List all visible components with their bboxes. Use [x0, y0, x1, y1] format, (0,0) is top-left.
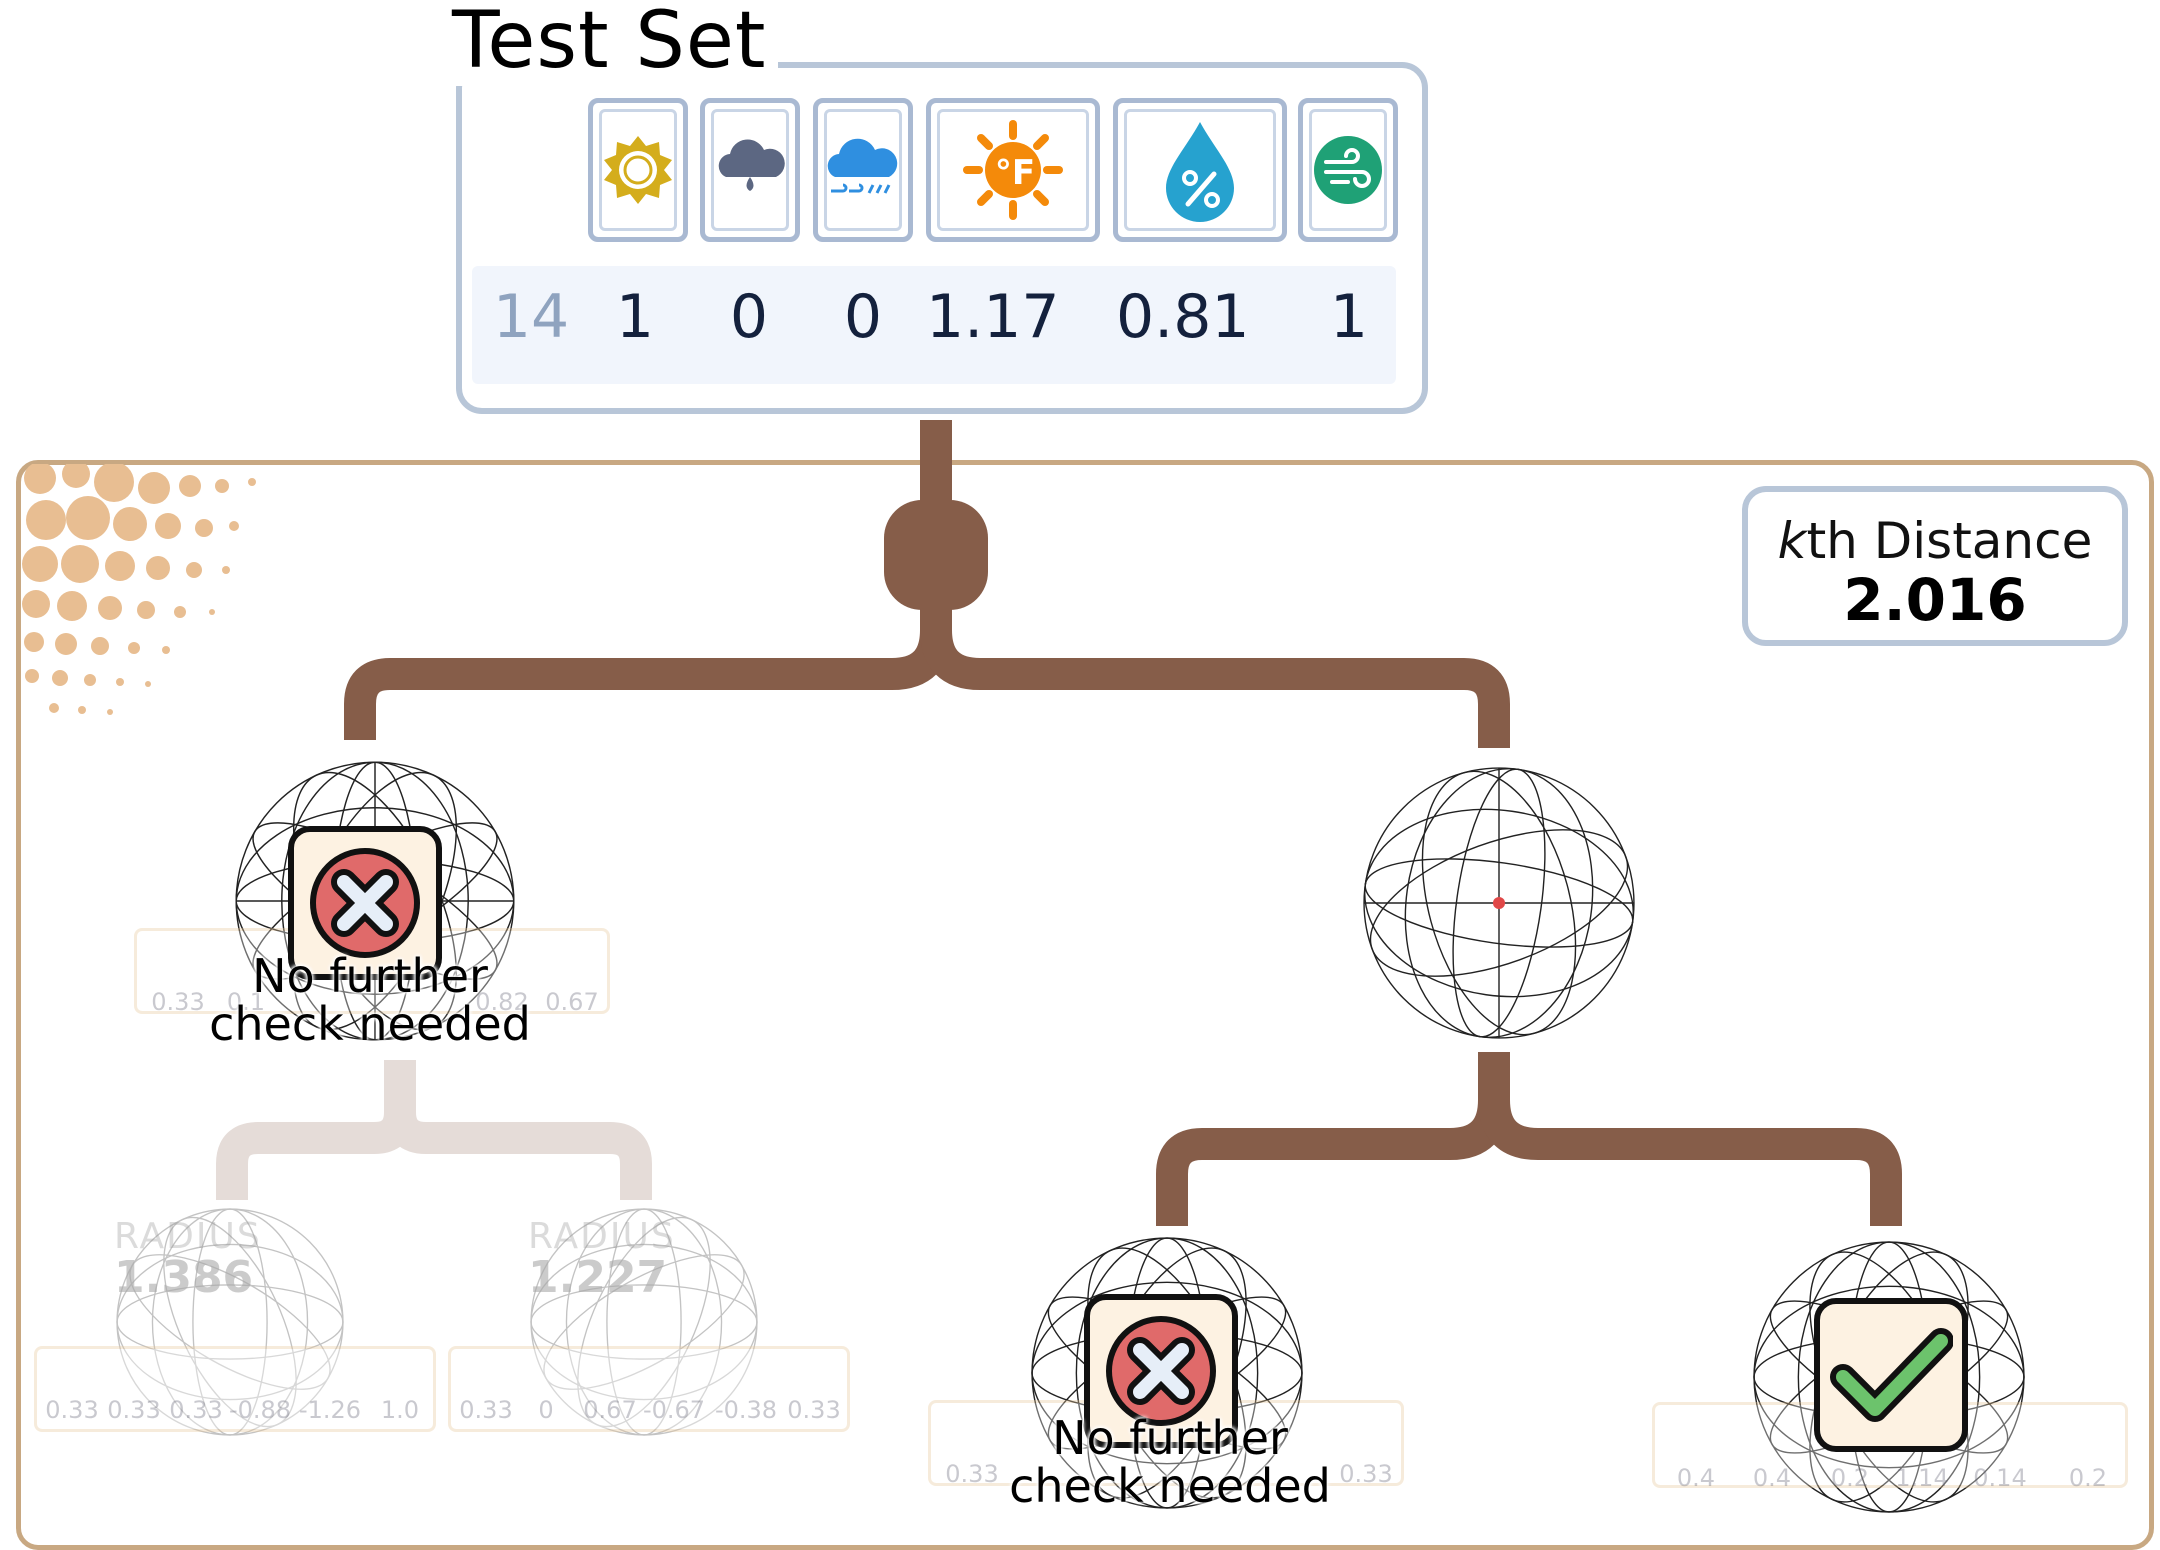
radius-label-left-right: RADIUS: [528, 1216, 676, 1257]
test-value-rain: 0: [729, 282, 769, 352]
kth-distance-value: 2.016: [1843, 566, 2027, 634]
strip-lr-val-3: -0.67: [642, 1396, 706, 1424]
strip-ll-val-5: 1.0: [380, 1396, 420, 1424]
strip-lr-val-5: 0.33: [787, 1396, 841, 1424]
root-node: [884, 500, 988, 610]
strip-left-left: [34, 1346, 436, 1432]
strip-ll-val-4: -1.26: [298, 1396, 362, 1424]
strip-ll-val-3: -0.88: [228, 1396, 292, 1424]
cloud-wind-icon: [827, 138, 898, 194]
active-branches: [344, 420, 1902, 1226]
strip-ll-val-0: 0.33: [45, 1396, 99, 1424]
strip-rl-val-0: 0.33: [945, 1460, 999, 1488]
test-value-temperature: 1.17: [926, 282, 1060, 352]
strip-rr-val-3: 1.14: [1895, 1464, 1949, 1492]
strip-lr-val-1: 0: [538, 1396, 554, 1424]
svg-text:°F: °F: [995, 153, 1035, 193]
humidity-drop-icon: [1166, 122, 1234, 222]
feature-box-humidity: [1113, 98, 1287, 242]
radius-value-left-left: 1.386: [114, 1252, 254, 1303]
strip-left-val-1: 0.1: [226, 988, 266, 1016]
globe-left-left: [116, 1208, 344, 1436]
tree-frame: [16, 460, 2154, 1550]
feature-box-wind: [1298, 98, 1398, 242]
status-box-right-right: [1814, 1298, 1968, 1452]
feature-box-temperature: °F: [926, 98, 1100, 242]
decorative-dots-frame: [22, 464, 256, 715]
cross-icon: [1106, 1316, 1216, 1426]
globe-right: [1363, 767, 1635, 1039]
feature-box-sun: [588, 98, 688, 242]
strip-left-val-3: 0.82: [475, 988, 529, 1016]
strip-rr-val-4: 0.14: [1973, 1464, 2027, 1492]
test-value-humidity: 0.81: [1116, 282, 1250, 352]
checkmark-icon: [1830, 1328, 1953, 1422]
strip-rr-val-0: 0.4: [1676, 1464, 1716, 1492]
feature-box-rain: [700, 98, 800, 242]
test-value-wind: 1: [1329, 282, 1369, 352]
query-point-dot: [1492, 896, 1506, 910]
strip-left-right: [448, 1346, 850, 1432]
sun-icon: [604, 136, 672, 204]
kth-distance-label: kth Distance: [1777, 512, 2093, 570]
strip-rr-val-2: 0.2: [1830, 1464, 1870, 1492]
radius-label-left-left: RADIUS: [114, 1216, 262, 1257]
test-index: 14: [492, 282, 570, 352]
strip-lr-val-0: 0.33: [459, 1396, 513, 1424]
strip-lr-val-2: 0.67: [583, 1396, 637, 1424]
faded-branch-left: [216, 1060, 652, 1200]
kth-distance-box: kth Distance 2.016: [1742, 486, 2128, 646]
strip-left-val-0: 0.33: [151, 988, 205, 1016]
test-set-title: Test Set: [440, 0, 779, 86]
status-box-left: [288, 826, 442, 980]
test-values-row: [472, 266, 1396, 384]
strip-left-val-4: 0.67: [545, 988, 599, 1016]
strip-rl-val-1: 0.33: [1339, 1460, 1393, 1488]
temperature-fahrenheit-icon: °F: [963, 120, 1063, 220]
strip-rr-val-5: 0.2: [2068, 1464, 2108, 1492]
strip-ll-val-2: 0.33: [169, 1396, 223, 1424]
wind-icon: [1314, 136, 1382, 204]
radius-value-left-right: 1.227: [528, 1252, 668, 1303]
cross-icon: [310, 848, 420, 958]
test-value-cloud-wind: 0: [843, 282, 883, 352]
strip-lr-val-4: -0.38: [714, 1396, 778, 1424]
feature-box-cloud-wind: [813, 98, 913, 242]
strip-ll-val-1: 0.33: [107, 1396, 161, 1424]
strip-rr-val-1: 0.4: [1752, 1464, 1792, 1492]
test-value-sun: 1: [615, 282, 655, 352]
globe-left-right: [530, 1208, 758, 1436]
status-box-right-left: [1084, 1294, 1238, 1448]
cloud-rain-icon: [718, 139, 785, 191]
